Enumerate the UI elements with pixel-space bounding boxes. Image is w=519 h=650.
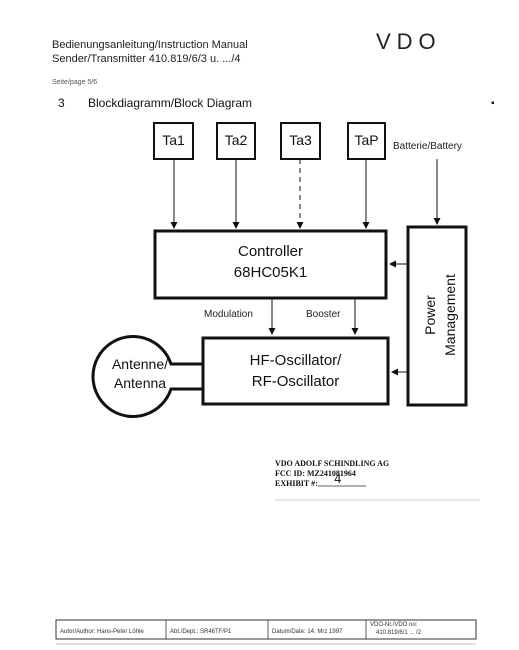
manual-title: Bedienungsanleitung/Instruction Manual: [52, 39, 248, 51]
exhibit-label: EXHIBIT #:: [275, 479, 318, 488]
section-number: 3: [58, 96, 65, 110]
key-ta2-label: Ta2: [224, 132, 248, 148]
key-ta3-label: Ta3: [289, 132, 312, 148]
key-ta1-label: Ta1: [162, 132, 185, 148]
key-tap-label: TaP: [354, 132, 379, 148]
footer-frame: [55, 619, 477, 640]
controller-chip-label: 68HC05K1: [233, 264, 308, 281]
modulation-label: Modulation: [204, 309, 253, 320]
footer-dept: Abt./Dept.: SR46TF/P1: [170, 629, 232, 635]
page-number: Seite/page 5/6: [52, 79, 98, 86]
oscillator-box: [201, 336, 390, 406]
footer-author: Autor/Author: Hans-Peter Löhle: [60, 629, 144, 635]
power-management-label: Power Management: [407, 244, 467, 394]
management-label: Management: [442, 274, 458, 356]
margin-mark: ▪: [491, 98, 495, 109]
power-management-box: [406, 225, 468, 407]
fcc-id: FCC ID: MZ241081964: [275, 469, 356, 478]
oscillator-label: HF-Oscillator/: [249, 352, 342, 369]
antenna-label-en: Antenna: [113, 375, 167, 391]
rf-oscillator-label: RF-Oscillator: [251, 373, 340, 390]
transmitter-title: Sender/Transmitter 410.819/6/3 u. .../4: [52, 53, 241, 65]
exhibit-number: 4: [334, 472, 342, 486]
antenna-loop: [91, 335, 205, 418]
footer-date: Datum/Date: 14. Mrz 1997: [272, 629, 343, 635]
antenna-label-de: Antenne/: [111, 356, 169, 372]
footer-vdo-no: 410.819/6/1 ... /2: [376, 630, 422, 636]
power-label: Power: [422, 295, 438, 335]
booster-label: Booster: [306, 309, 341, 320]
company-stamp: VDO ADOLF SCHINDLING AG: [275, 459, 390, 468]
controller-label: Controller: [237, 243, 304, 260]
vdo-logo: VDO: [376, 29, 442, 54]
battery-label: Batterie/Battery: [393, 141, 462, 152]
section-title: Blockdiagramm/Block Diagram: [88, 96, 253, 110]
footer-vdo-no-label: VDO-Nr./VDO no:: [370, 622, 418, 628]
controller-box: [153, 229, 388, 300]
